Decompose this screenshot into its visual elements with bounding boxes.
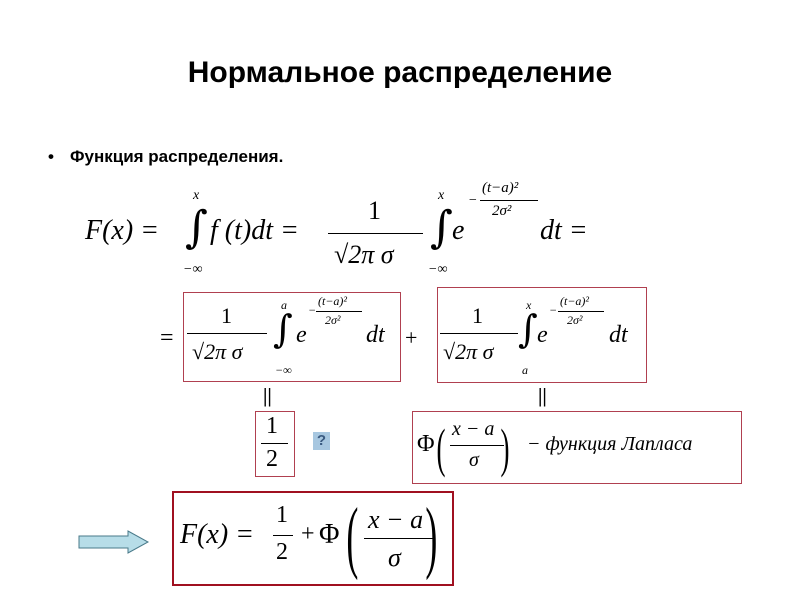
f1-exp-den: 2σ² [492, 203, 512, 219]
f2-left-exp-num: (t−a)² [318, 294, 348, 308]
result-box [172, 491, 454, 586]
laplace-paren-left: ( [436, 418, 446, 478]
slide-title: Нормальное распределение [187, 56, 613, 89]
f1-integral-1: ∫ [185, 202, 208, 253]
result-lhs: F(x) = [180, 519, 255, 550]
f2-right-exp-line [558, 311, 604, 312]
bullet-marker: • [48, 147, 54, 166]
laplace-phi: Φ [417, 431, 435, 457]
left-integral-box [183, 292, 401, 382]
f2-right-exp-num: (t−a)² [560, 294, 590, 308]
f1-int1-upper: x [193, 188, 200, 203]
f2-left-exp-den: 2σ² [325, 313, 341, 327]
result-den2: σ [388, 543, 401, 572]
f1-lhs: F(x) = [85, 215, 160, 246]
laplace-paren-right: ) [500, 418, 510, 478]
f1-integral-2: ∫ [430, 202, 453, 253]
f1-coef-num: 1 [368, 196, 381, 225]
question-badge[interactable]: ? [313, 432, 330, 450]
result-den1: 2 [276, 539, 288, 565]
right-integral-box [437, 287, 647, 383]
result-line2 [364, 538, 434, 539]
f2-left-exp-line [316, 311, 362, 312]
f2-plus: + [405, 325, 418, 350]
laplace-box [412, 411, 742, 484]
bullet-item: • Функция распределения. [48, 147, 283, 167]
f2-left-lower: −∞ [275, 363, 292, 377]
result-paren-right: ) [425, 493, 438, 581]
f2-left-coef-den: √2π σ [192, 339, 243, 364]
f1-exp-sign: − [468, 193, 478, 208]
laplace-num: x − a [452, 418, 495, 440]
f2-left-dt: dt [366, 322, 385, 348]
half-box [255, 411, 295, 477]
f1-int2-upper: x [438, 188, 445, 203]
laplace-line [450, 445, 504, 446]
f1-exp-num: (t−a)² [482, 180, 519, 196]
f2-right-exp-den: 2σ² [567, 313, 583, 327]
f1-tail: dt = [540, 215, 588, 246]
f2-right-upper: x [526, 298, 532, 312]
f2-right-exp-sign: − [549, 303, 558, 317]
f2-left-coef-line [187, 333, 267, 334]
f2-right-integral: ∫ [518, 307, 538, 351]
f1-int1-body: f (t)dt = [210, 215, 299, 246]
bullet-text: Функция распределения. [70, 147, 284, 166]
f1-int2-lower: −∞ [428, 262, 448, 277]
right-arrow-icon [78, 530, 150, 554]
result-phi: Φ [319, 519, 340, 550]
f1-coef-line [328, 233, 423, 234]
equals-mark-right: || [538, 385, 547, 407]
equals-mark-left: || [263, 385, 272, 407]
f2-right-base: e [537, 322, 548, 348]
f2-eq: = [160, 325, 174, 351]
f1-exp-base: e [452, 215, 465, 246]
f2-right-coef-den: √2π σ [443, 339, 494, 364]
f2-left-coef-num: 1 [221, 303, 232, 328]
f2-right-coef-line [440, 333, 518, 334]
f1-coef-den: √2π σ [334, 240, 394, 269]
f2-right-coef-num: 1 [472, 303, 483, 328]
f2-left-upper: a [281, 298, 287, 312]
result-num2: x − a [368, 505, 424, 534]
result-paren-left: ( [346, 493, 359, 581]
result-plus: + [301, 521, 315, 547]
f1-int1-lower: −∞ [183, 262, 203, 277]
laplace-den: σ [469, 449, 479, 471]
half-den: 2 [266, 446, 278, 472]
f2-left-base: e [296, 322, 307, 348]
laplace-text: − функция Лапласа [527, 433, 693, 455]
f2-left-exp-sign: − [308, 303, 317, 317]
result-num1: 1 [276, 502, 288, 528]
f2-left-integral: ∫ [273, 307, 293, 351]
result-line1 [273, 535, 293, 536]
half-line [261, 443, 288, 444]
f2-right-lower: a [522, 363, 528, 377]
f2-right-dt: dt [609, 322, 628, 348]
half-num: 1 [266, 413, 278, 439]
f1-exp-line [480, 200, 538, 201]
